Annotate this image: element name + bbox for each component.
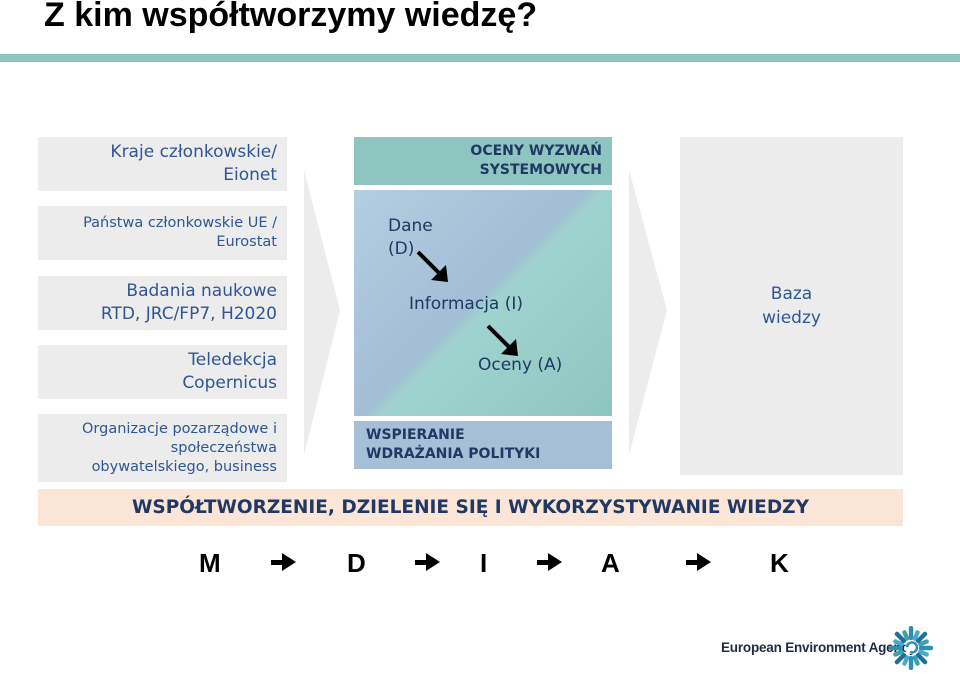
header-line: OCENY WYZWAŃ	[470, 143, 602, 159]
title-underline-bar	[0, 54, 960, 62]
source-label: Państwa członkowskie UE /	[83, 215, 277, 231]
mdiak-letter-i: I	[480, 548, 488, 578]
source-box-eurostat: Państwa członkowskie UE / Eurostat	[38, 206, 287, 260]
mdiak-letter-d: D	[347, 548, 366, 578]
policy-line: WSPIERANIE	[366, 427, 465, 443]
source-label: Kraje członkowskie/	[110, 142, 277, 162]
cocreation-bar: WSPÓŁTWORZENIE, DZIELENIE SIĘ I WYKORZYS…	[38, 489, 903, 526]
source-label: Badania naukowe	[126, 281, 277, 301]
source-box-ngo: Organizacje pozarządowe i społeczeństwa …	[38, 414, 287, 482]
assessments-label: Oceny (A)	[478, 355, 563, 375]
source-label: Eionet	[223, 165, 277, 185]
policy-line: WDRAŻANIA POLITYKI	[366, 446, 541, 462]
arrow-right-icon	[537, 553, 562, 571]
arrow-down-right-icon	[416, 250, 448, 282]
knowledge-base-label: wiedzy	[762, 308, 821, 328]
source-label: obywatelskiego, business	[91, 458, 277, 475]
arrow-right-icon	[415, 553, 440, 571]
eea-org-name: European Environment Agency	[721, 640, 917, 655]
source-label: RTD, JRC/FP7, H2020	[100, 304, 277, 324]
policy-support-box: WSPIERANIE WDRAŻANIA POLITYKI	[354, 421, 612, 469]
source-label: Copernicus	[182, 373, 277, 393]
page-title: Z kim współtworzymy wiedzę?	[44, 0, 538, 34]
systemic-challenges-header: OCENY WYZWAŃ SYSTEMOWYCH	[354, 137, 612, 185]
chevron-right-icon	[304, 170, 340, 455]
arrow-right-icon	[271, 553, 296, 571]
source-box-research: Badania naukowe RTD, JRC/FP7, H2020	[38, 276, 287, 330]
source-label: Organizacje pozarządowe i	[82, 420, 277, 437]
chevron-right-icon	[629, 170, 667, 455]
source-label: Teledekcja	[188, 350, 277, 370]
knowledge-base-box: Baza wiedzy	[680, 137, 903, 475]
arrow-down-right-icon	[486, 324, 518, 356]
eea-logo-icon	[889, 626, 933, 670]
information-label: Informacja (I)	[409, 294, 524, 314]
header-line: SYSTEMOWYCH	[479, 162, 602, 178]
knowledge-base-label: Baza	[770, 284, 813, 304]
source-label: społeczeństwa	[170, 439, 277, 456]
arrow-right-icon	[686, 553, 711, 571]
dia-gradient-box	[354, 190, 612, 416]
data-label: Dane (D)	[388, 216, 433, 259]
mdiak-letter-m: M	[199, 548, 221, 578]
mdiak-letter-k: K	[770, 548, 789, 578]
source-box-member-states: Kraje członkowskie/ Eionet	[38, 137, 287, 191]
mdiak-letter-a: A	[601, 548, 620, 578]
source-box-copernicus: Teledekcja Copernicus	[38, 345, 287, 399]
source-label: Eurostat	[216, 234, 277, 250]
